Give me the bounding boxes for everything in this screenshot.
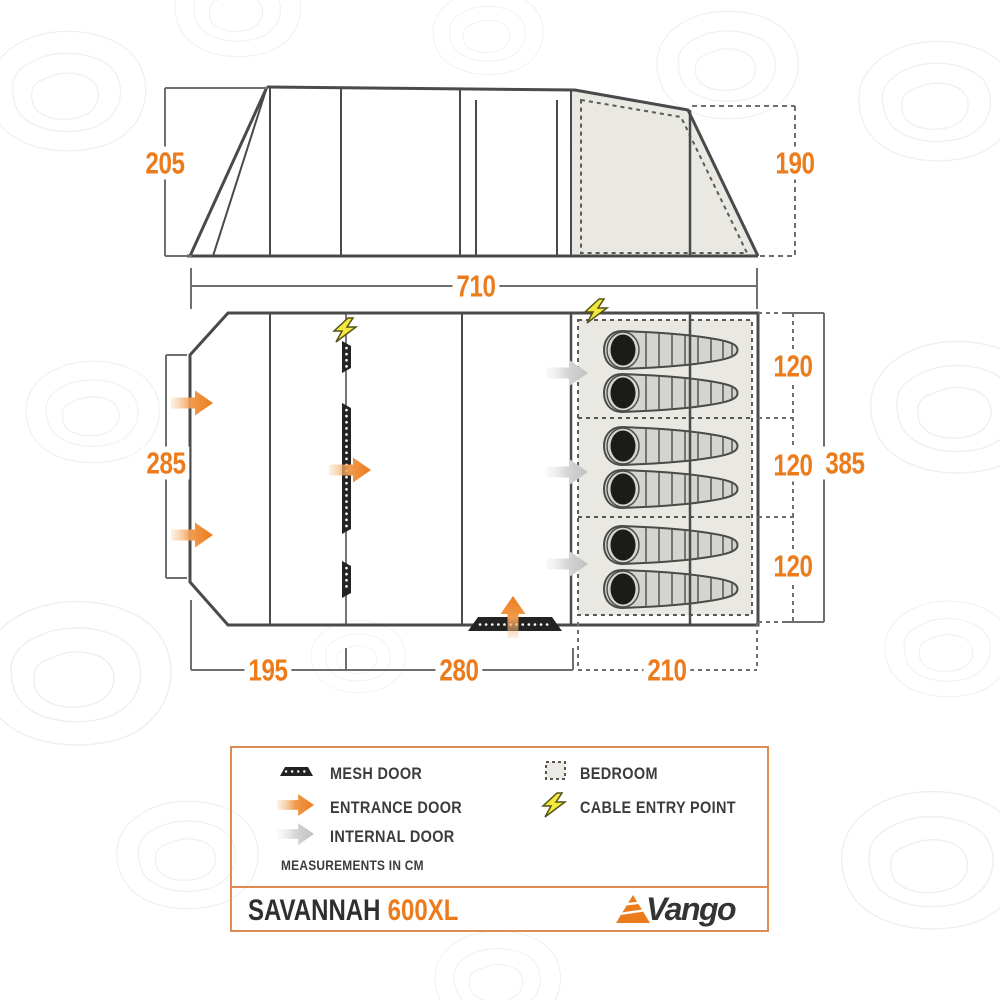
dimension-label-120-top: 120 <box>769 349 817 383</box>
dimension-label-195: 195 <box>244 653 292 687</box>
legend-label-entrance-door: ENTRANCE DOOR <box>330 798 463 817</box>
elevation-front-slope <box>188 86 269 257</box>
elevation-pole-lines <box>269 87 692 256</box>
dimension-line-190 <box>692 105 796 257</box>
elevation-roof-outline <box>266 85 760 257</box>
bedroom-dashed-outline <box>577 319 753 616</box>
elevation-bedroom-dashed <box>580 98 749 254</box>
dimension-label-120-bottom: 120 <box>769 549 817 583</box>
dimension-label-210: 210 <box>643 653 691 687</box>
bedroom-icon <box>545 761 566 780</box>
dimension-label-285: 285 <box>142 446 190 480</box>
legend-title-bar: SAVANNAH 600XL Vango <box>232 886 767 930</box>
brand-name: Vango <box>646 891 737 927</box>
bedroom-area <box>578 320 752 615</box>
dimension-label-710: 710 <box>452 269 500 303</box>
elevation-front-slope-inner <box>212 86 268 257</box>
legend-label-bedroom: BEDROOM <box>580 764 658 783</box>
dimension-label-120-middle: 120 <box>769 448 817 482</box>
legend-label-internal-door: INTERNAL DOOR <box>330 827 455 846</box>
elevation-bedroom-area <box>571 90 757 255</box>
mesh-door-icon <box>280 767 313 776</box>
legend-label-cable-entry: CABLE ENTRY POINT <box>580 798 736 817</box>
legend-label-mesh-door: MESH DOOR <box>330 764 423 783</box>
dimension-label-190: 190 <box>771 146 819 180</box>
cable-entry-icon <box>333 317 357 343</box>
elevation-view <box>164 85 796 309</box>
product-model: 600XL <box>387 894 459 927</box>
legend-box: MESH DOOR ENTRANCE DOOR INTERNAL DOOR BE… <box>230 746 769 932</box>
entrance-door-arrow <box>171 522 213 548</box>
entrance-door-arrow <box>171 390 213 416</box>
legend-icons <box>277 761 566 845</box>
mesh-door-strips <box>342 341 351 598</box>
product-title: SAVANNAH 600XL <box>248 896 458 926</box>
legend-measurements-note: MEASUREMENTS IN CM <box>281 857 424 873</box>
dimension-label-280: 280 <box>435 653 483 687</box>
brand-triangle-icon <box>616 895 650 923</box>
floorplan-view <box>165 298 825 671</box>
dimension-label-205: 205 <box>141 146 189 180</box>
brand-logo: Vango <box>614 891 737 927</box>
product-name: SAVANNAH <box>248 894 381 927</box>
dimension-label-385: 385 <box>821 446 869 480</box>
